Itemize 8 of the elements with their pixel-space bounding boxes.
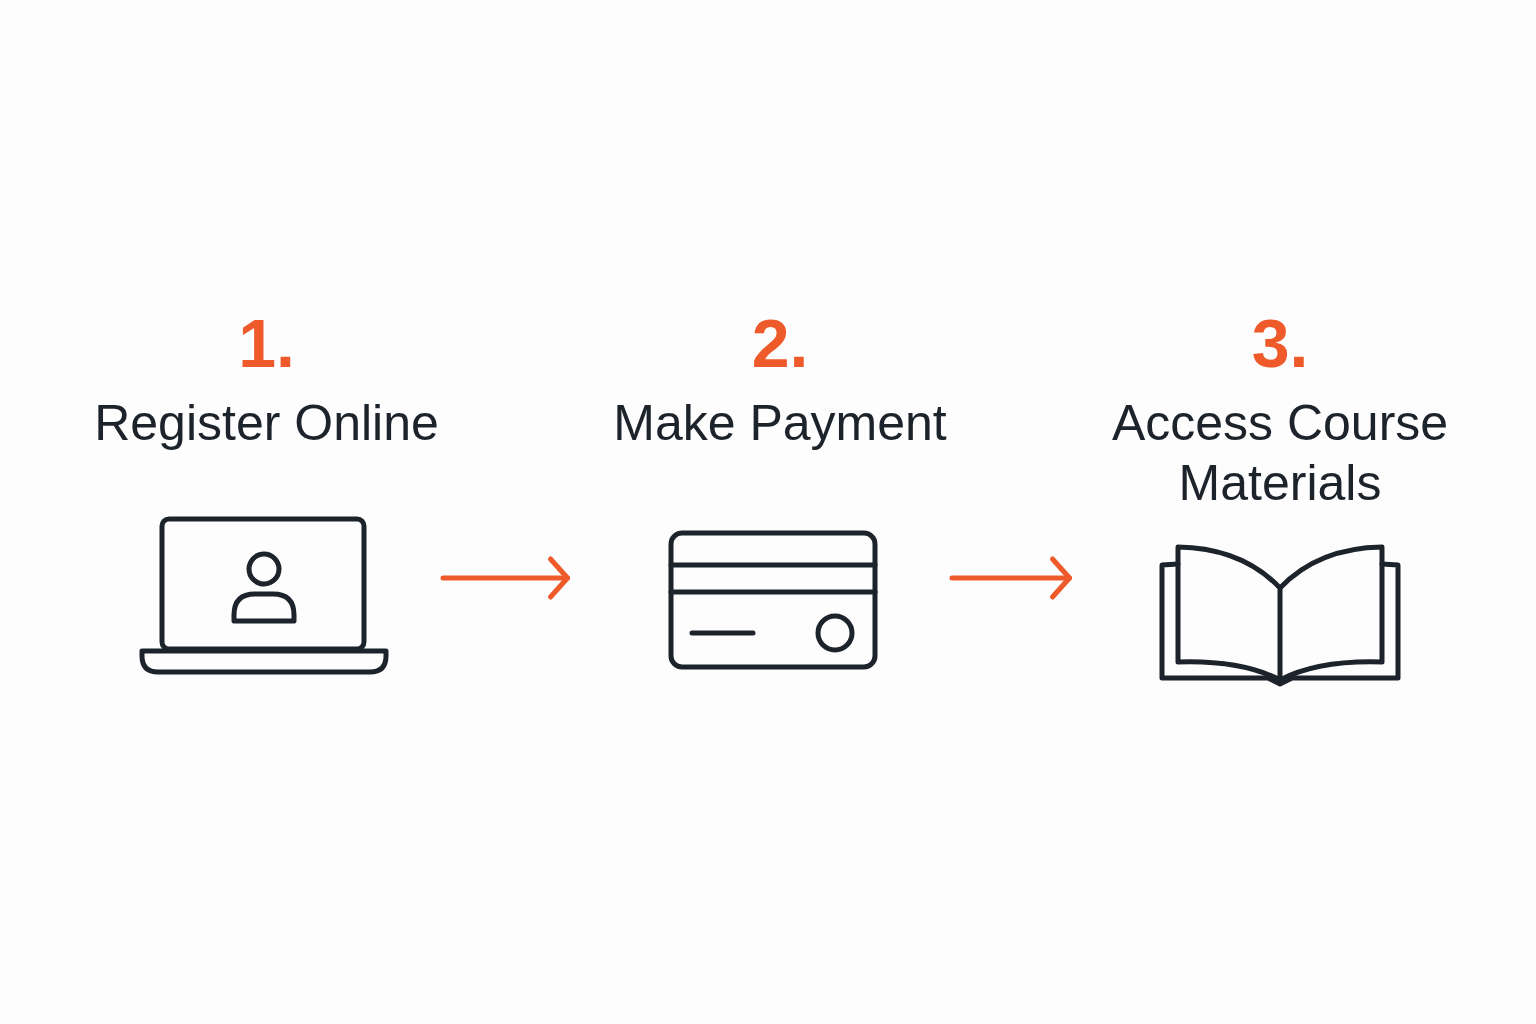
step-number: 2. xyxy=(751,309,809,377)
arrow xyxy=(949,556,1072,600)
step-title: Make Payment xyxy=(613,394,947,453)
step-number: 3. xyxy=(1251,309,1309,377)
arrow xyxy=(440,556,570,600)
step-title: Register Online xyxy=(94,394,439,453)
step-number: 1. xyxy=(238,309,295,377)
step-title: Access Course Materials xyxy=(1110,394,1450,513)
